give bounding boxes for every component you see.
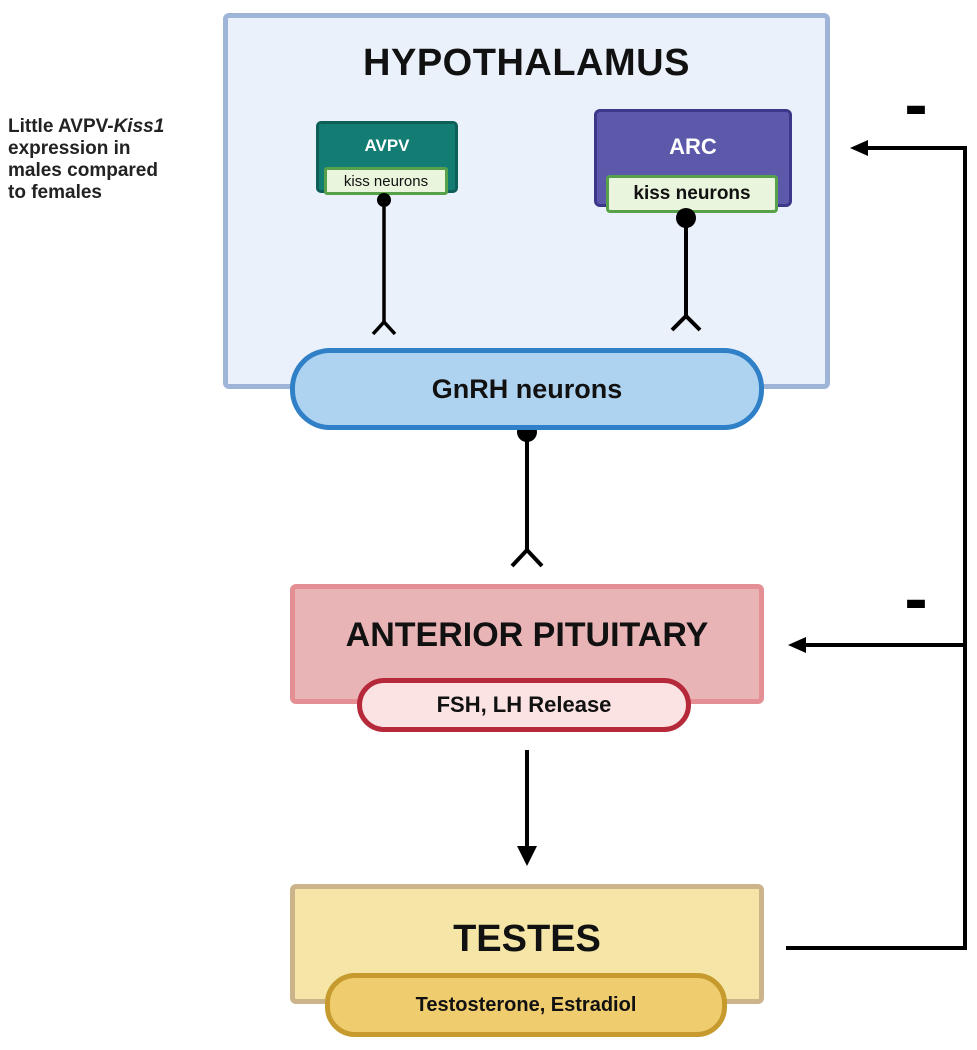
fsh-lh-release-pill: FSH, LH Release xyxy=(357,678,691,732)
avpv-synapse-dot xyxy=(377,193,391,207)
arc-to-gnrh-synapse xyxy=(670,218,702,332)
anterior-pituitary-title: ANTERIOR PITUITARY xyxy=(345,616,709,654)
feedback-minus-middle: - xyxy=(904,559,927,637)
feedback-arrowhead-hypothalamus xyxy=(850,140,868,156)
note-line1-gene: Kiss1 xyxy=(113,116,165,137)
feedback-minus-top: - xyxy=(904,65,927,143)
note-line2: expression in xyxy=(8,138,131,159)
note-line1-prefix: Little AVPV- xyxy=(8,116,114,137)
hypothalamus-title: HYPOTHALAMUS xyxy=(363,42,690,84)
gnrh-neurons-node: GnRH neurons xyxy=(290,348,764,430)
testes-title: TESTES xyxy=(453,918,601,960)
note-line3: males compared xyxy=(8,160,158,181)
avpv-kiss-neurons: kiss neurons xyxy=(324,167,448,195)
pituitary-to-testes-arrow xyxy=(517,750,537,866)
arc-synapse-dot xyxy=(676,208,696,228)
arc-label: ARC xyxy=(669,134,717,159)
avpv-to-gnrh-synapse xyxy=(371,200,397,336)
gnrh-to-pituitary-synapse xyxy=(510,432,544,568)
feedback-arrowhead-pituitary xyxy=(788,637,806,653)
avpv-label: AVPV xyxy=(364,136,410,155)
note-line4: to females xyxy=(8,182,102,203)
testosterone-estradiol-pill: Testosterone, Estradiol xyxy=(325,973,727,1037)
negative-feedback-loop xyxy=(786,140,967,950)
avpv-expression-note: Little AVPV-Kiss1 expression in males co… xyxy=(8,116,208,204)
